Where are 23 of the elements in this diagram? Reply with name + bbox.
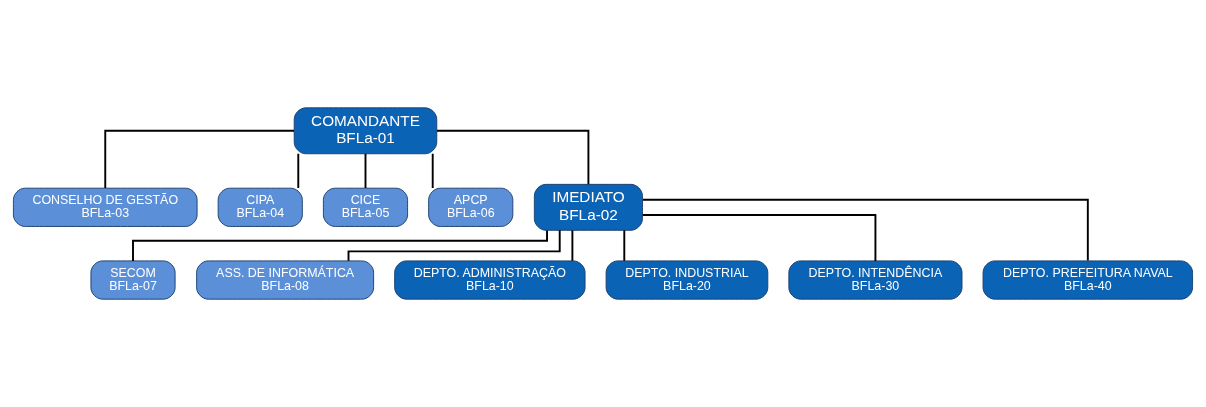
- node-box: ASS. DE INFORMÁTICA BFLa-08: [196, 260, 375, 300]
- node-box: CICE BFLa-05: [322, 187, 409, 227]
- node-box: IMEDIATO BFLa-02: [533, 183, 643, 231]
- node-box: SECOM BFLa-07: [90, 260, 176, 300]
- connector: [431, 152, 434, 189]
- connector: [436, 129, 590, 186]
- node-box: DEPTO. INDUSTRIAL BFLa-20: [605, 260, 769, 300]
- connector: [347, 229, 561, 262]
- connector: [364, 152, 367, 189]
- connector: [641, 214, 877, 262]
- node-box: APCP BFLa-06: [428, 187, 514, 227]
- node-box: CIPA BFLa-04: [217, 187, 303, 227]
- node-box: CONSELHO DE GESTÃO BFLa-03: [12, 187, 198, 227]
- node-box: COMANDANTE BFLa-01: [293, 107, 438, 155]
- connector: [104, 129, 295, 189]
- connector: [641, 198, 1089, 262]
- node-box: DEPTO. INTENDÊNCIA BFLa-30: [788, 260, 963, 300]
- connector: [297, 152, 300, 189]
- connector: [623, 229, 626, 262]
- node-box: DEPTO. PREFEITURA NAVAL BFLa-40: [982, 260, 1194, 300]
- connector: [571, 229, 574, 262]
- node-box: DEPTO. ADMINISTRAÇÃO BFLa-10: [394, 260, 586, 300]
- connector: [132, 229, 548, 262]
